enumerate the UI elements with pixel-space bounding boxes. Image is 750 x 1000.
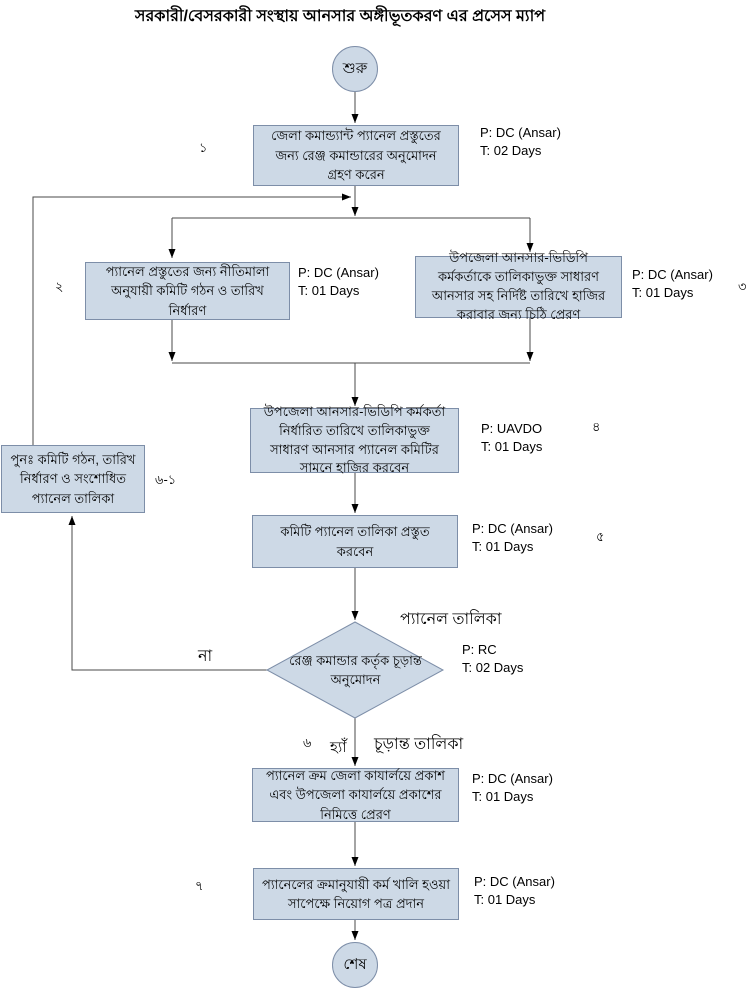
step-number-3: ৩ bbox=[738, 279, 747, 294]
step-number-6-1: ৬-১ bbox=[155, 472, 177, 487]
annotation-7-time: T: 01 Days bbox=[474, 891, 536, 907]
annotation-1-performer: P: DC (Ansar) bbox=[480, 125, 561, 140]
panel-list-label: প্যানেল তালিকা bbox=[400, 611, 502, 628]
step-number-7: ৭ bbox=[195, 878, 204, 893]
annotation-6: P: DC (Ansar) T: 01 Days bbox=[472, 770, 553, 805]
annotation-3-time: T: 01 Days bbox=[632, 284, 694, 300]
step-number-2: ২ bbox=[55, 279, 64, 294]
end-node: শেষ bbox=[332, 942, 378, 988]
annotation-decision-performer: P: RC bbox=[462, 642, 497, 657]
annotation-5: P: DC (Ansar) T: 01 Days bbox=[472, 520, 553, 555]
page-title: সরকারী/বেসরকারী সংস্থায় আনসার অঙ্গীভূতক… bbox=[134, 8, 546, 25]
annotation-4-performer: P: UAVDO bbox=[481, 421, 543, 436]
process-box-6: প্যানেল ক্রম জেলা কাযার্লয়ে প্রকাশ এবং … bbox=[252, 768, 459, 822]
final-list-label: চূড়ান্ত তালিকা bbox=[374, 736, 464, 753]
annotation-4: P: UAVDO T: 01 Days bbox=[481, 420, 542, 455]
annotation-2: P: DC (Ansar) T: 01 Days bbox=[298, 264, 379, 299]
annotation-2-performer: P: DC (Ansar) bbox=[298, 265, 379, 280]
annotation-3-performer: P: DC (Ansar) bbox=[632, 267, 713, 282]
process-box-5: কমিটি প্যানেল তালিকা প্রস্তুত করবেন bbox=[252, 515, 458, 568]
start-node: শুরু bbox=[332, 46, 378, 92]
annotation-3: P: DC (Ansar) T: 01 Days bbox=[632, 266, 713, 301]
connector-rework-feedback bbox=[32, 193, 351, 445]
process-box-7: প্যানেলের ক্রমানুযায়ী কর্ম খালি হওয়া স… bbox=[253, 868, 459, 920]
no-branch-label: না bbox=[198, 648, 213, 665]
step-number-6: ৬ bbox=[303, 735, 312, 750]
annotation-1: P: DC (Ansar) T: 02 Days bbox=[480, 124, 561, 159]
decision-text: রেঞ্জ কমান্ডার কর্তৃক চূড়ান্ত অনুমোদন bbox=[289, 652, 422, 688]
annotation-7-performer: P: DC (Ansar) bbox=[474, 874, 555, 889]
yes-branch-label: হ্যাঁ bbox=[330, 739, 347, 756]
annotation-4-time: T: 01 Days bbox=[481, 438, 543, 454]
annotation-2-time: T: 01 Days bbox=[298, 282, 360, 298]
annotation-decision-time: T: 02 Days bbox=[462, 659, 524, 675]
connector-decision-no-to-rework bbox=[68, 516, 267, 671]
annotation-5-time: T: 01 Days bbox=[472, 538, 534, 554]
process-box-2: প্যানেল প্রস্তুতের জন্য নীতিমালা অনুযায়… bbox=[85, 262, 290, 320]
process-box-4: উপজেলা আনসার-ভিডিপি কর্মকর্তা নির্ধারিত … bbox=[250, 404, 459, 475]
rework-box: পুনঃ কমিটি গঠন, তারিখ নির্ধারণ ও সংশোধিত… bbox=[1, 445, 145, 513]
annotation-6-time: T: 01 Days bbox=[472, 788, 534, 804]
step-number-5: ৫ bbox=[596, 529, 605, 544]
annotation-decision: P: RC T: 02 Days bbox=[462, 641, 523, 676]
step-number-1: ১ bbox=[199, 140, 208, 155]
annotation-5-performer: P: DC (Ansar) bbox=[472, 521, 553, 536]
annotation-1-time: T: 02 Days bbox=[480, 142, 542, 158]
process-box-1: জেলা কমান্ড্যান্ট প্যানেল প্রস্তুতের জন্… bbox=[253, 125, 459, 186]
step-number-4: ৪ bbox=[592, 419, 601, 434]
process-box-3: উপজেলা আনসার-ভিডিপি কর্মকর্তাকে তালিকাভু… bbox=[415, 250, 622, 322]
decision-diamond bbox=[265, 621, 445, 719]
annotation-6-performer: P: DC (Ansar) bbox=[472, 771, 553, 786]
annotation-7: P: DC (Ansar) T: 01 Days bbox=[474, 873, 555, 908]
